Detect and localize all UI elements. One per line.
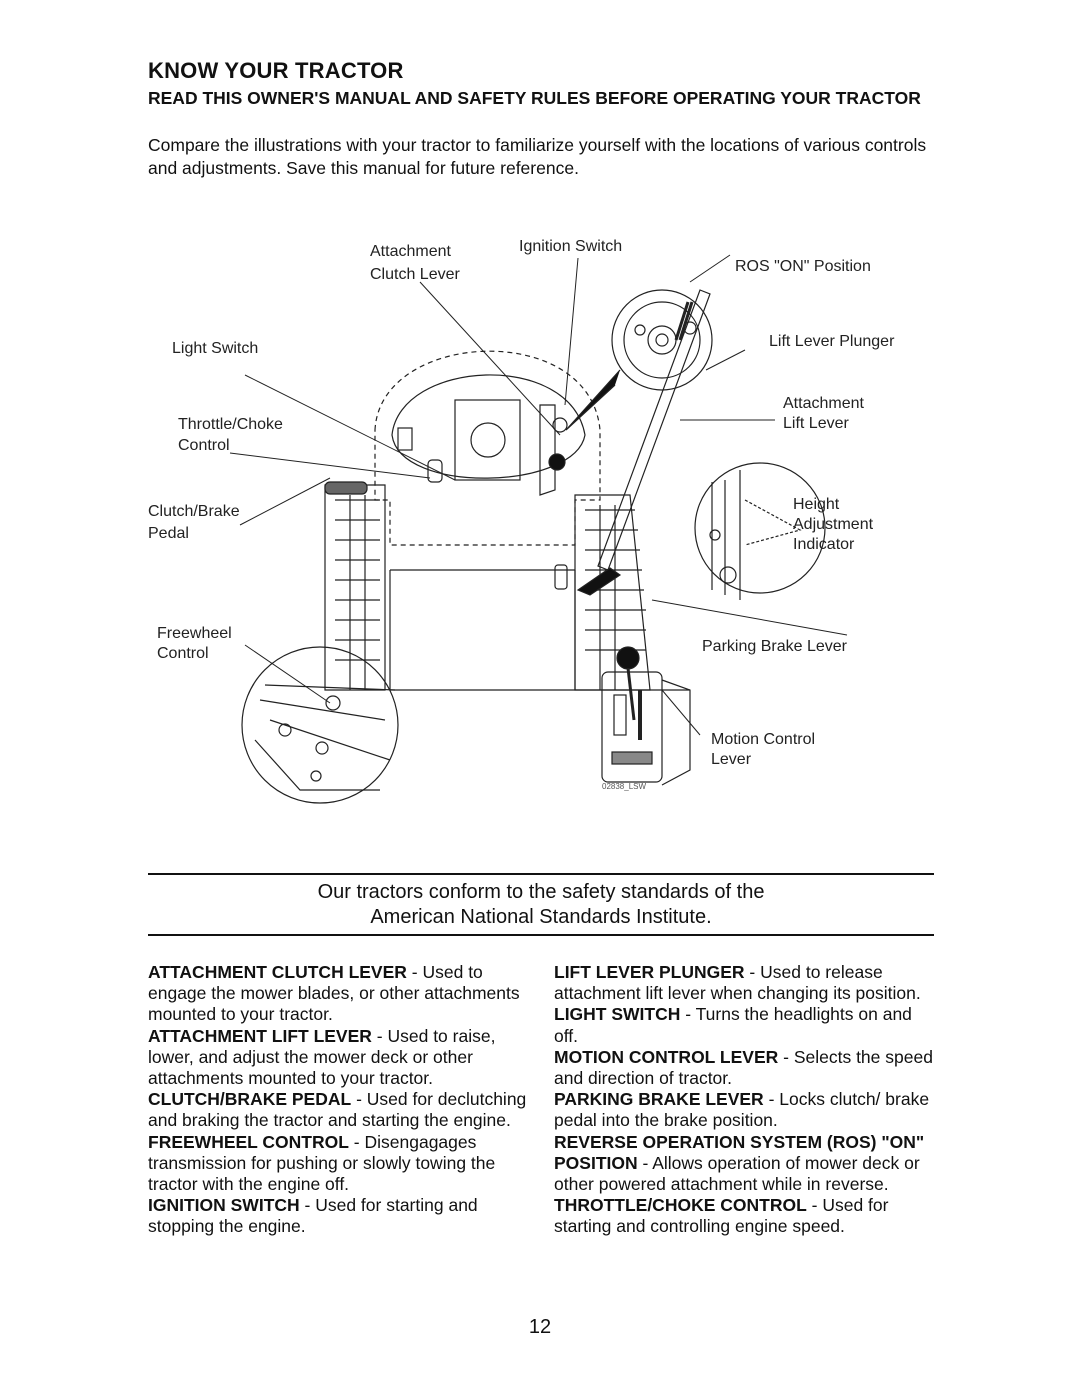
definition-text: - Used to release attachment lift lever … [554, 962, 921, 1004]
label-attachment-clutch-lever-2: Clutch Lever [370, 266, 460, 283]
definition-item: CLUTCH/BRAKE PEDAL - Used for declutchin… [148, 1089, 528, 1131]
definition-term: MOTION CONTROL LEVER [554, 1046, 779, 1067]
label-clutch-brake-1: Clutch/Brake [148, 503, 240, 520]
label-motion-control-1: Motion Control [711, 731, 815, 748]
leader-lines [229, 254, 848, 736]
definition-term: ATTACHMENT CLUTCH LEVER [148, 962, 407, 982]
ignition-switch-zoom [565, 289, 713, 431]
definition-term: FREEWHEEL CONTROL [148, 1131, 349, 1152]
label-ros-on-position: ROS "ON" Position [735, 258, 871, 275]
label-height-3: Indicator [793, 536, 855, 553]
definitions-left-column: ATTACHMENT CLUTCH LEVER - Used to engage… [148, 962, 528, 1238]
figure-code: 02838_LSW [602, 782, 646, 791]
definition-term: REVERSE OPERATION SYSTEM (ROS) "ON" POSI… [554, 1131, 925, 1173]
tractor-controls-diagram: Attachment Clutch Lever Ignition Switch … [148, 238, 895, 804]
definition-item: ATTACHMENT LIFT LEVER - Used to raise, l… [148, 1026, 528, 1090]
definition-term: PARKING BRAKE LEVER [554, 1089, 764, 1110]
height-indicator-zoom [694, 462, 826, 600]
definition-text: - Used for starting and controlling engi… [554, 1195, 889, 1237]
definition-text: - Used for declutching and braking the t… [148, 1089, 527, 1131]
definition-item: THROTTLE/CHOKE CONTROL - Used for starti… [554, 1195, 934, 1237]
definition-item: LIGHT SWITCH - Turns the headlights on a… [554, 1004, 934, 1046]
definition-term: LIGHT SWITCH [554, 1004, 681, 1025]
motion-control-illustration [601, 646, 691, 786]
label-freewheel-1: Freewheel [157, 625, 232, 642]
dashboard-illustration [374, 350, 601, 546]
ansi-bottom-rule [148, 934, 934, 936]
label-light-switch: Light Switch [172, 340, 258, 357]
definition-term: THROTTLE/CHOKE CONTROL [554, 1195, 807, 1216]
intro-paragraph: Compare the illustrations with your trac… [148, 135, 927, 178]
label-attachment-clutch-lever-1: Attachment [370, 243, 451, 260]
label-throttle-choke-2: Control [178, 437, 230, 454]
ansi-statement-line2: American National Standards Institute. [370, 906, 712, 928]
page-number: 12 [528, 1316, 552, 1338]
definition-text: - Disengagages transmission for pushing … [148, 1131, 496, 1195]
definition-term: LIFT LEVER PLUNGER [554, 962, 745, 982]
ansi-top-rule [148, 873, 934, 875]
definition-text: - Selects the speed and direction of tra… [554, 1046, 933, 1089]
definition-term: CLUTCH/BRAKE PEDAL [148, 1089, 352, 1110]
definition-item: MOTION CONTROL LEVER - Selects the speed… [554, 1047, 934, 1089]
definition-text: - Turns the headlights on and off. [554, 1004, 912, 1046]
definition-item: IGNITION SWITCH - Used for starting and … [148, 1195, 528, 1237]
label-ignition-switch: Ignition Switch [519, 238, 622, 255]
definitions-right-column: LIFT LEVER PLUNGER - Used to release att… [554, 962, 934, 1238]
label-attachment-lift-lever-2: Lift Lever [783, 415, 849, 432]
definition-text: - Used to engage the mower blades, or ot… [148, 962, 520, 1025]
ansi-statement-line1: Our tractors conform to the safety stand… [317, 881, 765, 903]
label-lift-lever-plunger: Lift Lever Plunger [769, 333, 895, 350]
page-heading: KNOW YOUR TRACTOR [148, 58, 404, 83]
label-clutch-brake-2: Pedal [148, 525, 189, 542]
definition-text: - Allows operation of mower deck or othe… [554, 1152, 920, 1195]
label-freewheel-2: Control [157, 645, 209, 662]
definition-item: REVERSE OPERATION SYSTEM (ROS) "ON" POSI… [554, 1132, 934, 1196]
definition-item: LIFT LEVER PLUNGER - Used to release att… [554, 962, 934, 1004]
definition-text: - Used for starting and stopping the eng… [148, 1195, 478, 1237]
page-subheading: READ THIS OWNER'S MANUAL AND SAFETY RULE… [148, 88, 921, 108]
definition-term: ATTACHMENT LIFT LEVER [148, 1025, 372, 1046]
definition-item: ATTACHMENT CLUTCH LEVER - Used to engage… [148, 962, 528, 1026]
definition-term: IGNITION SWITCH [148, 1195, 300, 1216]
label-height-1: Height [793, 496, 840, 513]
definition-text: - Used to raise, lower, and adjust the m… [148, 1025, 496, 1089]
label-parking-brake-lever: Parking Brake Lever [702, 638, 848, 655]
definition-item: PARKING BRAKE LEVER - Locks clutch/ brak… [554, 1089, 934, 1131]
definition-item: FREEWHEEL CONTROL - Disengagages transmi… [148, 1132, 528, 1196]
freewheel-control-zoom [241, 646, 399, 804]
label-motion-control-2: Lever [711, 751, 752, 768]
label-attachment-lift-lever-1: Attachment [783, 395, 864, 412]
label-height-2: Adjustment [793, 516, 874, 533]
lift-lever-illustration [554, 289, 711, 596]
label-throttle-choke-1: Throttle/Choke [178, 416, 283, 433]
floor-area-illustration [324, 481, 690, 691]
definition-text: - Locks clutch/ brake pedal into the bra… [554, 1089, 930, 1131]
